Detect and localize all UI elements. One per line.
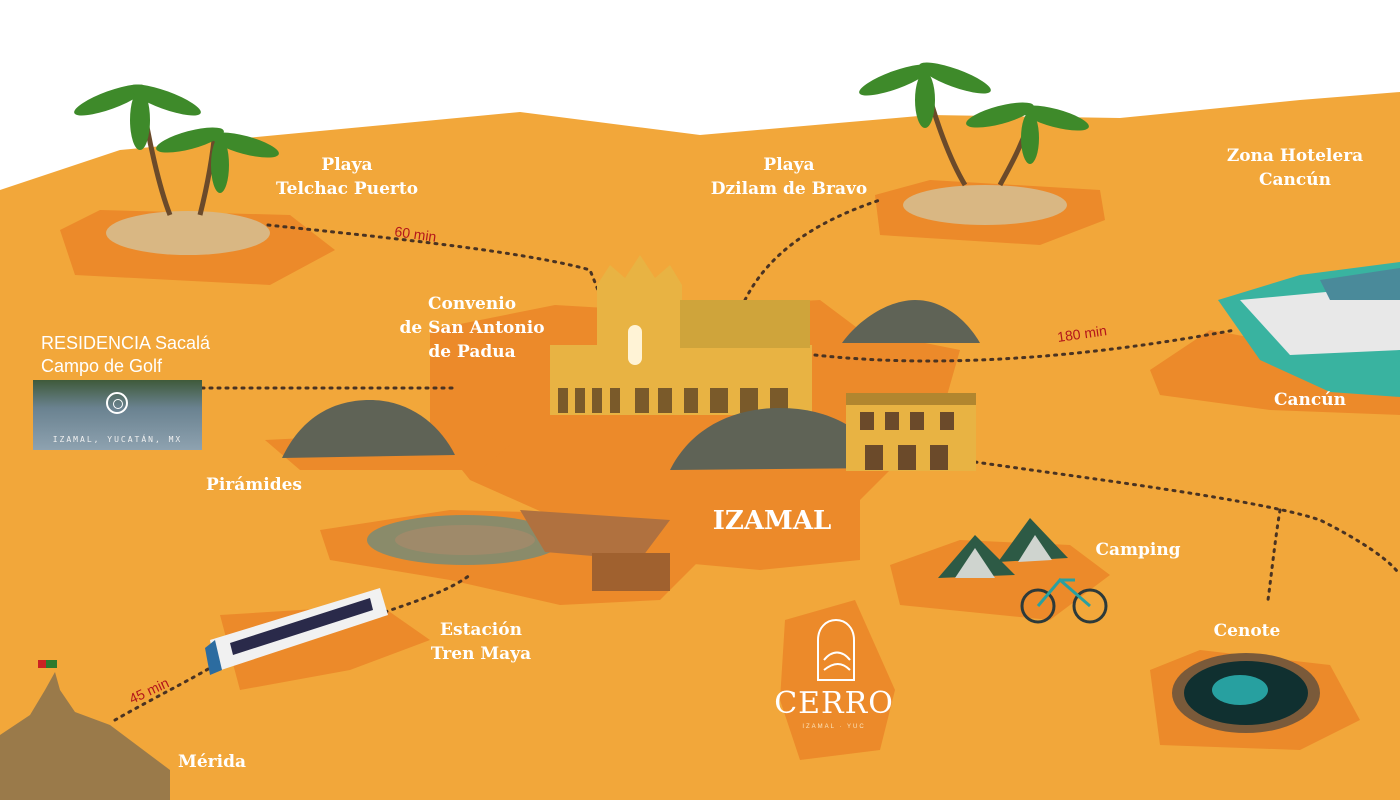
pyramid-center (670, 408, 888, 470)
time-cancun: 180 min (1056, 322, 1108, 345)
yellow-building (846, 393, 976, 471)
label-dzilam-line1: Playa (763, 155, 814, 175)
label-convento-line3: de Padua (428, 342, 515, 362)
label-estacion-line2: Tren Maya (431, 644, 531, 664)
label-camping: Camping (1095, 540, 1180, 560)
residencia-line1: RESIDENCIA Sacalá (41, 333, 211, 353)
residencia-line2: Campo de Golf (41, 356, 163, 376)
residencia-photo-caption: IZAMAL, YUCATÁN, MX (52, 435, 183, 444)
convento-building (550, 255, 812, 415)
residencia-label: RESIDENCIA Sacalá Campo de Golf (41, 332, 210, 378)
label-cancun: Cancún (1274, 390, 1346, 410)
residencia-photo: IZAMAL, YUCATÁN, MX (33, 380, 202, 450)
tren-maya-station (367, 510, 670, 591)
label-convento-line1: Convenio (428, 294, 516, 314)
palm-island-dzilam (859, 62, 1089, 225)
label-izamal: IZAMAL (713, 506, 832, 536)
label-dzilam-line2: Dzilam de Bravo (711, 179, 867, 199)
label-estacion-line1: Estación (440, 620, 522, 640)
time-telchac: 60 min (394, 223, 438, 245)
cancun-coast (1218, 262, 1400, 397)
label-convento-line2: de San Antonio (399, 318, 544, 338)
label-telchac-line1: Playa (321, 155, 372, 175)
palm-island-telchac (74, 84, 279, 255)
cenote (1172, 653, 1320, 733)
pyramid-left (282, 400, 455, 458)
cerro-logo-name: CERRO (774, 686, 894, 721)
route-lines (113, 198, 1400, 722)
bicycle (1020, 577, 1108, 624)
pyramid-right (842, 300, 980, 343)
merida-monument (0, 660, 170, 800)
train (205, 588, 388, 675)
cerro-logo-subtitle: IZAMAL · YUC (802, 724, 866, 730)
label-zona-hotelera-line2: Cancún (1259, 170, 1331, 190)
camping-tents (938, 518, 1068, 578)
label-piramides: Pirámides (206, 475, 302, 495)
cerro-emblem (817, 618, 855, 681)
residencia-logo-icon (106, 392, 128, 414)
label-telchac-line2: Telchac Puerto (276, 179, 418, 199)
label-cenote: Cenote (1214, 621, 1281, 641)
label-merida: Mérida (178, 752, 246, 772)
label-zona-hotelera-line1: Zona Hotelera (1227, 146, 1363, 166)
